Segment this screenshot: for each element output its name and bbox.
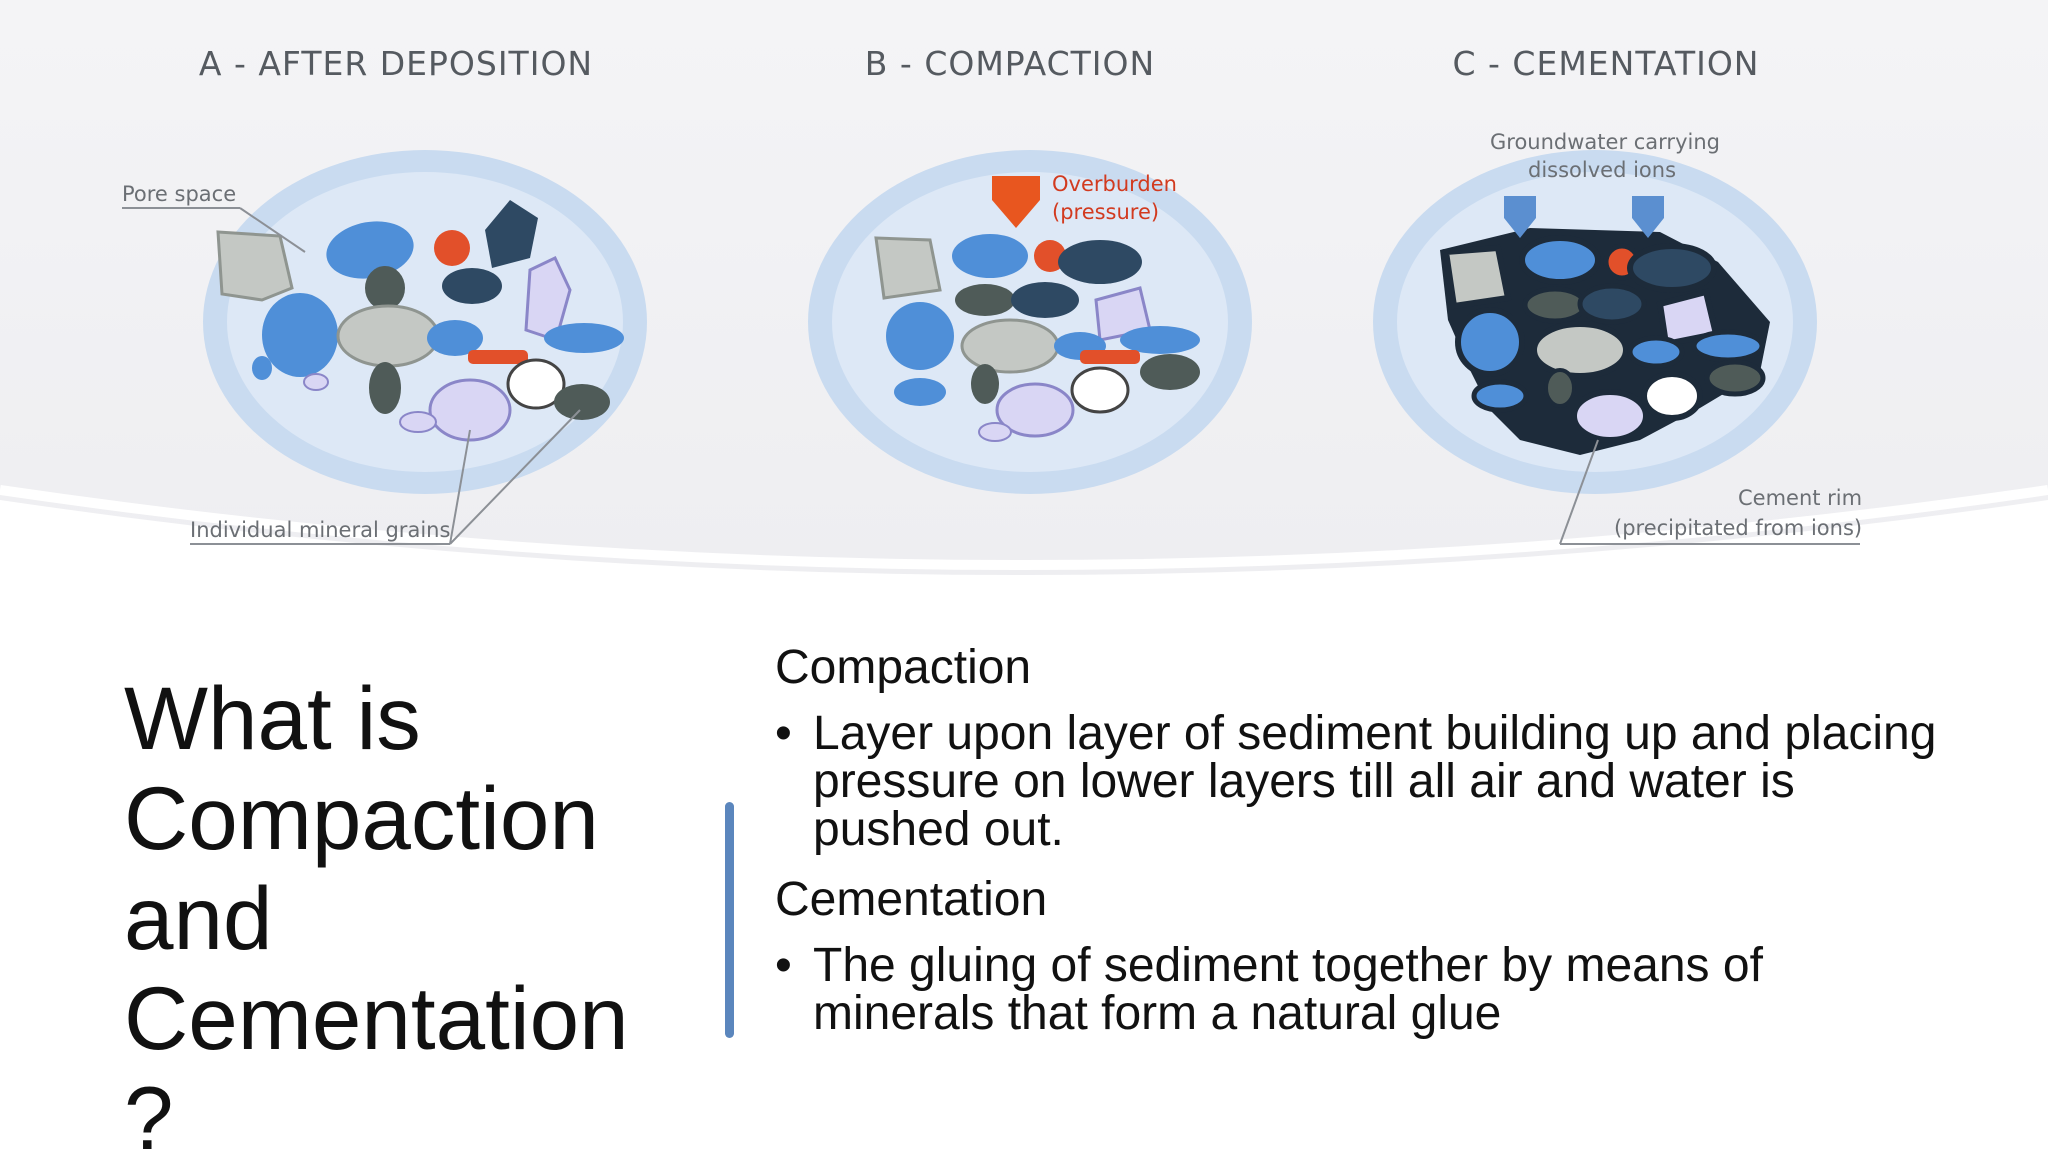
callout-precipitated: (precipitated from ions) <box>1614 516 1863 540</box>
callout-overburden: Overburden <box>1052 172 1177 196</box>
groundwater-arrow-right <box>1632 196 1664 238</box>
slide-title: What is Compaction and Cementation ? <box>124 668 704 1168</box>
bullet-dot: • <box>775 939 792 992</box>
title-line: Cementation <box>124 968 629 1068</box>
groundwater-arrow-left <box>1504 196 1536 238</box>
panel-b-title: B - COMPACTION <box>864 44 1156 83</box>
callout-pore-space: Pore space <box>122 182 237 206</box>
panel-a-grains <box>122 150 647 545</box>
callout-mineral-grains: Individual mineral grains <box>190 518 451 542</box>
callout-cement-rim: Cement rim <box>1738 486 1863 510</box>
bullet-text: Layer upon layer of sediment building up… <box>813 707 1937 856</box>
bullet-dot: • <box>775 707 792 760</box>
section-heading-compaction: Compaction <box>775 641 1032 694</box>
title-line: What is <box>124 668 421 768</box>
panel-a-title: A - AFTER DEPOSITION <box>198 44 594 83</box>
pressure-arrow <box>992 176 1040 228</box>
callout-dissolved-ions: dissolved ions <box>1528 158 1677 182</box>
panel-b-grains <box>808 150 1252 494</box>
callout-pressure: (pressure) <box>1052 200 1160 224</box>
panel-c-title: C - CEMENTATION <box>1452 44 1760 83</box>
bullet-cementation: • The gluing of sediment together by mea… <box>775 942 1945 1038</box>
title-line: Compaction <box>124 768 599 868</box>
panel-c-grains <box>1373 150 1860 545</box>
bullet-text: The gluing of sediment together by means… <box>813 939 1763 1040</box>
title-line: ? <box>124 1068 174 1168</box>
content-body: Compaction • Layer upon layer of sedimen… <box>775 638 1945 1054</box>
vertical-divider <box>725 802 734 1038</box>
section-heading-cementation: Cementation <box>775 873 1048 926</box>
bullet-compaction: • Layer upon layer of sediment building … <box>775 710 1945 854</box>
callout-groundwater: Groundwater carrying <box>1490 130 1720 154</box>
title-line: and <box>124 868 273 968</box>
